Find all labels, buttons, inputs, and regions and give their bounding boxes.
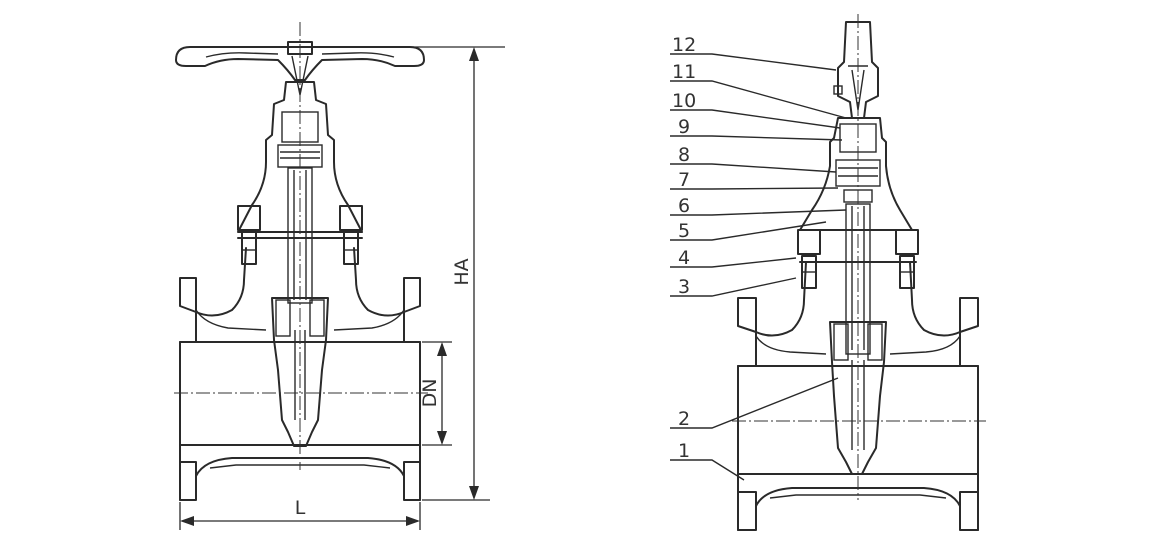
bolt-left [237, 205, 261, 265]
leader-9 [670, 135, 843, 141]
bolt-right [339, 205, 363, 265]
l-dimension: L [179, 497, 421, 530]
callout-7: 7 [678, 169, 690, 191]
callout-numbers: 12 11 10 9 8 7 6 5 4 3 2 1 [672, 34, 696, 462]
callout-4: 4 [678, 247, 690, 269]
leader-11 [670, 80, 847, 119]
ha-dimension: HA [318, 46, 505, 501]
leader-12 [670, 53, 837, 71]
callout-3: 3 [678, 276, 690, 298]
left-valve-view: HA DN L [174, 22, 505, 530]
leader-1 [670, 459, 745, 481]
bolt-section-right [895, 229, 919, 289]
dn-dimension: DN [419, 341, 452, 446]
callout-leaders [670, 53, 847, 481]
leader-2 [670, 377, 839, 429]
callout-2: 2 [678, 408, 690, 430]
callout-10: 10 [672, 90, 696, 112]
callout-9: 9 [678, 116, 690, 138]
callout-8: 8 [678, 144, 690, 166]
callout-6: 6 [678, 195, 690, 217]
leader-5 [670, 221, 827, 241]
operating-cap [833, 21, 879, 119]
leader-7 [670, 187, 839, 190]
leader-8 [670, 163, 837, 173]
ha-label: HA [451, 258, 473, 285]
leader-4 [670, 257, 797, 268]
callout-11: 11 [672, 61, 696, 83]
dn-label: DN [419, 379, 441, 408]
leader-6 [670, 209, 847, 216]
l-label: L [295, 497, 306, 519]
handwheel [175, 41, 425, 96]
leader-3 [670, 277, 797, 297]
leader-10 [670, 109, 841, 129]
bolt-section-left [797, 229, 821, 289]
callout-12: 12 [672, 34, 696, 56]
callout-1: 1 [678, 440, 690, 462]
callout-5: 5 [678, 220, 690, 242]
right-valve-view: 12 11 10 9 8 7 6 5 4 3 2 1 [670, 14, 986, 531]
